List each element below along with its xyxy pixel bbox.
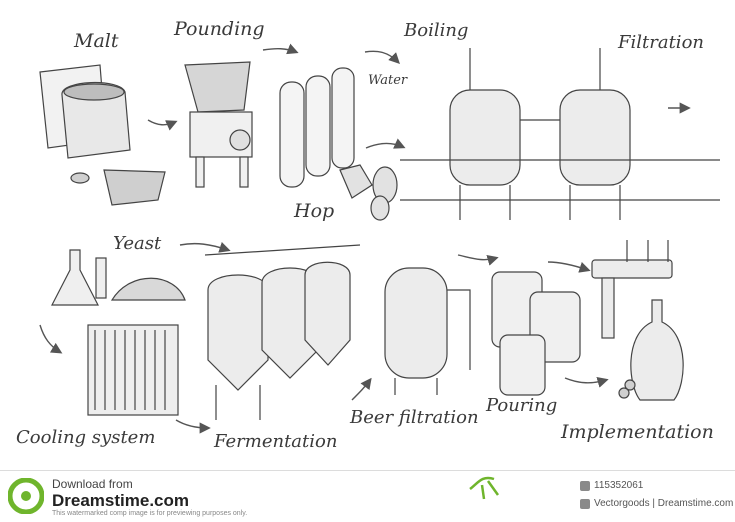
arrow-pounding-to-tanks (262, 43, 299, 55)
beer-kegs-illustration (491, 271, 581, 396)
watermark-notice: This watermarked comp image is for previ… (52, 510, 248, 517)
step-label-beer-filtration: Beer filtration (350, 407, 479, 428)
step-label-boiling: Boiling (404, 20, 469, 41)
water-tanks-illustration (279, 67, 355, 188)
download-from-text: Download from (52, 477, 133, 491)
grain-mill-illustration (184, 61, 253, 188)
yeast-flasks-illustration (51, 249, 186, 306)
arrow-yeast-to-fermentation (179, 242, 231, 253)
arrow-filter-to-kegs (457, 254, 499, 266)
step-label-cooling-system: Cooling system (16, 427, 156, 448)
image-id-text: 115352061 (594, 480, 644, 491)
dreamstime-logo-icon (8, 478, 44, 514)
arrow-kegs-to-bottle (564, 376, 609, 388)
site-name-link[interactable]: Dreamstime.com (52, 491, 190, 510)
step-label-malt: Malt (74, 30, 119, 52)
leaf-icon (469, 476, 500, 500)
arrow-hop-to-boiling (365, 138, 406, 149)
step-label-pounding: Pounding (174, 18, 265, 40)
step-label-yeast: Yeast (113, 233, 162, 254)
arrow-cooling-to-fermentation (175, 419, 211, 434)
beer-filter-tank-illustration (384, 267, 471, 395)
arrow-fermentation-to-filter (351, 377, 372, 401)
watermark-footer: Download from Dreamstime.com This waterm… (0, 470, 735, 522)
hop-cones-illustration (339, 164, 398, 221)
malt-sacks-illustration (39, 64, 166, 206)
author-credit-text: Vectorgoods | Dreamstime.com (594, 498, 734, 509)
illustration-canvas (39, 43, 720, 434)
process-arrows (39, 43, 691, 434)
arrow-yeast-to-cooling (39, 324, 63, 354)
boiling-kettles-illustration (400, 48, 720, 220)
arrow-water-to-boiling (364, 50, 400, 64)
fermentation-tanks-illustration (204, 244, 361, 420)
author-badge-icon (580, 499, 590, 509)
cooling-system-illustration (87, 324, 179, 416)
step-label-implementation: Implementation (561, 421, 714, 443)
step-label-filtration: Filtration (618, 32, 704, 53)
step-label-pouring: Pouring (486, 395, 558, 416)
id-badge-icon (580, 481, 590, 491)
step-label-water: Water (368, 73, 408, 88)
step-label-fermentation: Fermentation (214, 431, 338, 452)
arrow-malt-to-pounding (147, 119, 178, 131)
brewing-process-diagram: Malt Pounding Boiling Filtration Water H… (16, 18, 720, 452)
beer-tap-bottle-illustration (591, 240, 684, 401)
arrow-kegs-to-taps (547, 261, 591, 273)
step-label-hop: Hop (294, 200, 335, 222)
